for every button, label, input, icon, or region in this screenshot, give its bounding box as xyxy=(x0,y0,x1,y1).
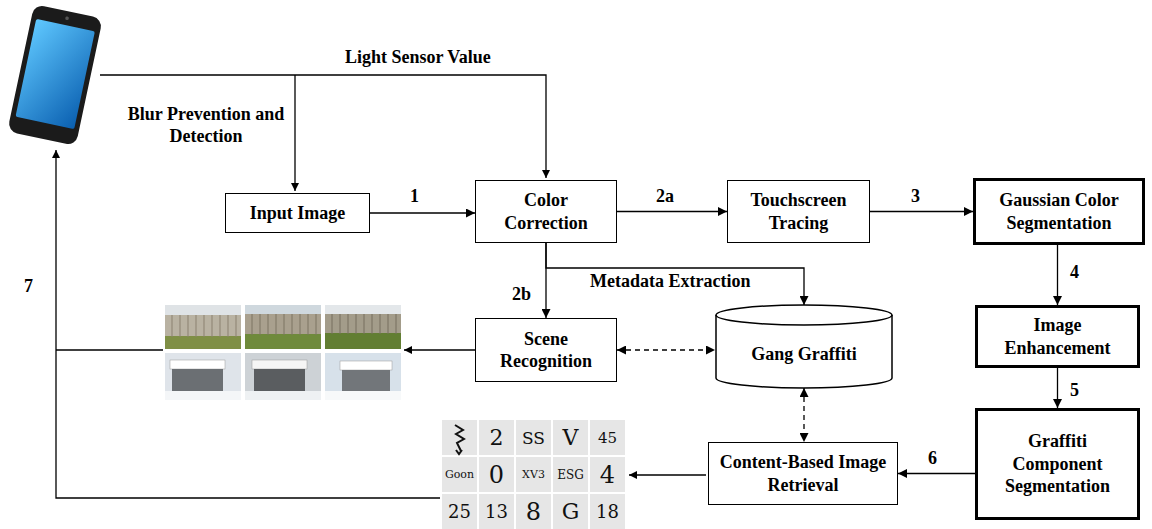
callout-number: 7 xyxy=(24,276,33,298)
flow-arrow xyxy=(617,211,727,212)
annotation-label: Light Sensor Value xyxy=(345,47,491,69)
process-box: Gaussian Color Segmentation xyxy=(973,178,1145,245)
edge-label: 1 xyxy=(410,186,419,208)
annotation-label: Blur Prevention and Detection xyxy=(122,104,290,147)
graffiti-tile: 13 xyxy=(479,494,514,529)
edge-label: 2b xyxy=(512,284,531,306)
graffiti-tile: G xyxy=(553,494,588,529)
flow-arrow xyxy=(803,388,804,442)
flow-arrow xyxy=(617,349,715,350)
process-box: Scene Recognition xyxy=(475,318,617,382)
node-text: Image Enhancement xyxy=(978,312,1137,361)
node-text: Gaussian Color Segmentation xyxy=(976,187,1142,236)
flow-arrow xyxy=(1057,245,1058,305)
graffiti-tile: ESG xyxy=(553,457,588,492)
graffiti-tile: XV3 xyxy=(516,457,551,492)
graffiti-tile: Goon xyxy=(442,457,477,492)
graffiti-tile: 4 xyxy=(590,457,625,492)
smartphone-icon xyxy=(7,4,102,146)
node-text: Input Image xyxy=(244,200,352,227)
process-box: Color Correction xyxy=(475,180,617,243)
graffiti-tile: 25 xyxy=(442,494,477,529)
process-box: Touchscreen Tracing xyxy=(727,180,870,243)
flow-arrow xyxy=(1057,368,1058,408)
database-cylinder: Gang Graffiti xyxy=(715,305,893,388)
graffiti-tile: 2 xyxy=(479,420,514,455)
edge-label: 2a xyxy=(656,186,674,208)
graffiti-tile: SS xyxy=(516,420,551,455)
node-text: Scene Recognition xyxy=(476,326,616,375)
edge-label: 5 xyxy=(1070,380,1079,402)
flow-arrow xyxy=(870,211,973,212)
edge-label: Metadata Extraction xyxy=(590,271,750,293)
graffiti-tile: V xyxy=(553,420,588,455)
graffiti-tile: 18 xyxy=(590,494,625,529)
process-box: Graffiti Component Segmentation xyxy=(975,408,1140,520)
graffiti-tile: 45 xyxy=(590,420,625,455)
sensor-line xyxy=(100,75,546,178)
flow-arrow xyxy=(370,212,475,213)
node-text: Color Correction xyxy=(476,187,616,236)
node-text: Content-Based Image Retrieval xyxy=(709,449,897,498)
process-box: Input Image xyxy=(225,193,370,233)
blur-line xyxy=(294,75,295,191)
scene-thumbnails xyxy=(165,305,401,400)
process-box: Image Enhancement xyxy=(975,305,1140,368)
edge-label: 3 xyxy=(911,186,920,208)
graffiti-tile: 8 xyxy=(516,494,551,529)
feedback-line xyxy=(56,150,440,498)
graffiti-tile: 0 xyxy=(479,457,514,492)
output-arrow xyxy=(404,349,478,350)
process-box: Content-Based Image Retrieval xyxy=(708,442,898,505)
node-text: Touchscreen Tracing xyxy=(728,187,869,236)
flow-arrow xyxy=(898,473,975,474)
edge-label: 6 xyxy=(928,448,937,470)
node-text: Gang Graffiti xyxy=(745,341,863,368)
edge-label: 4 xyxy=(1070,262,1079,284)
output-arrow xyxy=(629,474,706,475)
graffiti-tile xyxy=(442,420,477,455)
node-text: Graffiti Component Segmentation xyxy=(978,428,1137,500)
feedback-line xyxy=(56,349,163,350)
flow-arrow xyxy=(546,243,804,305)
